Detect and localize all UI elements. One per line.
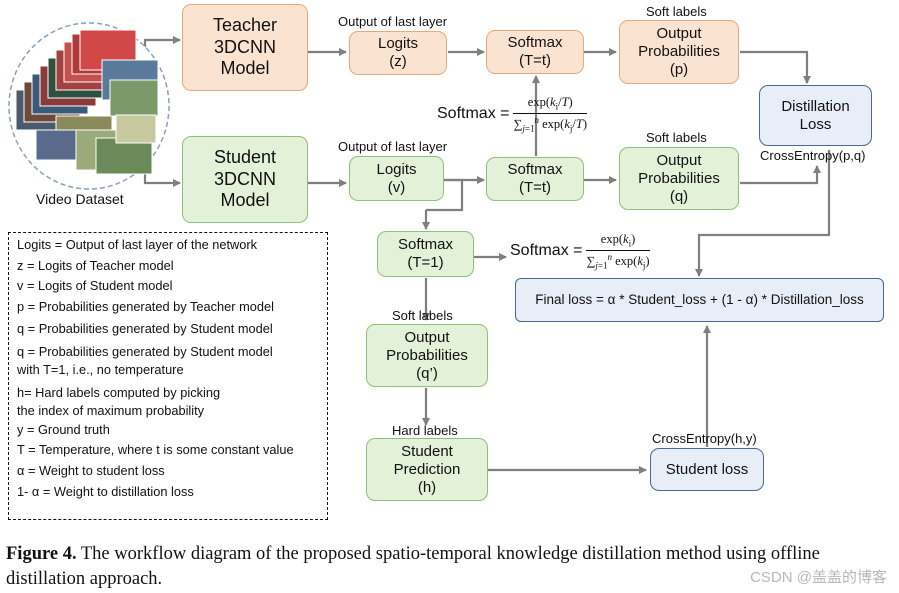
- legend-line: 1- α = Weight to distillation loss: [17, 483, 194, 499]
- figure-caption-text: The workflow diagram of the proposed spa…: [6, 544, 820, 589]
- legend-line: p = Probabilities generated by Teacher m…: [17, 298, 274, 314]
- student-logits-box: Logits (v): [349, 156, 444, 201]
- legend-line: with T=1, i.e., no temperature: [17, 362, 184, 378]
- softmax-t1-label: Softmax: [397, 236, 454, 253]
- softmax-t1-box: Softmax (T=1): [377, 231, 474, 277]
- cross-entropy-hy-label: CrossEntropy(h,y): [652, 431, 757, 446]
- legend-line: α = Weight to student loss: [17, 463, 165, 479]
- legend-line: y = Ground truth: [17, 421, 110, 437]
- watermark: CSDN @盖盖的博客: [750, 569, 887, 586]
- teacher-output-label: Output of last layer: [338, 14, 448, 29]
- branch-soft-labels: Soft labels: [392, 308, 453, 323]
- student-loss-label: Student loss: [665, 460, 749, 478]
- teacher-prob-line2: Probabilities: [638, 43, 720, 60]
- legend-line: q = Probabilities generated by Student m…: [17, 321, 273, 337]
- teacher-prob-line1: Output: [656, 25, 702, 42]
- teacher-prob-box: Output Probabilities (p): [619, 20, 739, 84]
- hard-labels: Hard labels: [392, 423, 458, 438]
- teacher-logits-box: Logits (z): [349, 31, 447, 75]
- student-prediction-var: (h): [417, 478, 437, 496]
- student-softmax-label: Softmax: [507, 161, 563, 178]
- student-prob-box: Output Probabilities (q): [619, 147, 739, 210]
- student-prob-line2: Probabilities: [638, 169, 720, 187]
- student-logits-label: Logits: [376, 160, 417, 178]
- teacher-model-line3: Model: [220, 58, 270, 79]
- softmax-t-formula-numerator: exp(ki/T): [513, 95, 588, 114]
- teacher-prob-var: (p): [669, 61, 689, 78]
- legend-line: the index of maximum probability: [17, 403, 205, 419]
- branch-prob-line1: Output: [404, 328, 450, 346]
- teacher-model-box: Teacher 3DCNN Model: [182, 4, 308, 91]
- softmax-formula-numerator: exp(ki): [586, 232, 650, 251]
- student-model-line2: 3DCNN: [213, 168, 276, 189]
- figure-caption: Figure 4. The workflow diagram of the pr…: [6, 542, 896, 592]
- teacher-logits-var: (z): [389, 53, 407, 70]
- student-logits-var: (v): [387, 178, 406, 196]
- branch-prob-line2: Probabilities: [386, 346, 468, 364]
- student-softmax-temp: (T=t): [518, 179, 552, 196]
- distillation-loss-line1: Distillation: [781, 97, 850, 115]
- final-loss-box: Final loss = α * Student_loss + (1 - α) …: [515, 278, 884, 322]
- teacher-softmax-label: Softmax: [507, 34, 563, 51]
- final-loss-label: Final loss = α * Student_loss + (1 - α) …: [535, 291, 864, 307]
- branch-prob-var: (q’): [416, 364, 438, 382]
- distillation-loss-box: Distillation Loss: [759, 85, 872, 146]
- logits-to-branch-line: [426, 178, 464, 212]
- softmax-t1-temp: (T=1): [407, 254, 444, 271]
- softmax-t-formula-denominator: ∑j=1n exp(kj/T): [513, 114, 588, 134]
- student-loss-box: Student loss: [650, 448, 764, 491]
- branch-prob-box: Output Probabilities (q’): [366, 324, 488, 387]
- student-model-box: Student 3DCNN Model: [182, 136, 308, 223]
- student-prob-line1: Output: [656, 151, 702, 169]
- legend-line: h= Hard labels computed by picking: [17, 384, 221, 400]
- student-model-line3: Model: [220, 190, 270, 211]
- softmax-t-formula-word: Softmax =: [437, 104, 510, 122]
- video-dataset-label: Video Dataset: [36, 191, 124, 207]
- figure-caption-number: Figure 4.: [6, 544, 77, 564]
- legend-line: v = Logits of Student model: [17, 278, 173, 294]
- teacher-model-line2: 3DCNN: [213, 36, 276, 57]
- student-model-line1: Student: [213, 147, 277, 168]
- teacher-softmax-temp: (T=t): [518, 52, 552, 69]
- cross-entropy-pq-label: CrossEntropy(p,q): [760, 148, 866, 163]
- teacher-logits-label: Logits: [377, 35, 419, 52]
- legend-line: q = Probabilities generated by Student m…: [17, 343, 273, 359]
- softmax-formula-word: Softmax =: [510, 241, 583, 259]
- student-prediction-line1: Student: [401, 442, 453, 460]
- legend-line: Logits = Output of last layer of the net…: [17, 237, 258, 252]
- legend-line: T = Temperature, where t is some constan…: [17, 442, 294, 458]
- teacher-softmax-box: Softmax (T=t): [486, 30, 584, 74]
- student-prob-to-distill-arrow: [740, 165, 821, 185]
- distillation-loss-line2: Loss: [799, 115, 832, 133]
- student-prediction-box: Student Prediction (h): [366, 438, 488, 501]
- softmax-t-formula: Softmax = exp(ki/T) ∑j=1n exp(kj/T): [437, 95, 588, 134]
- teacher-prob-to-distill-arrow: [740, 50, 811, 84]
- student-prediction-line2: Prediction: [393, 460, 461, 478]
- legend-line: z = Logits of Teacher model: [17, 257, 174, 273]
- teacher-model-line1: Teacher: [212, 15, 278, 36]
- student-softmax-box: Softmax (T=t): [486, 157, 584, 201]
- teacher-soft-labels: Soft labels: [646, 4, 707, 19]
- softmax-formula-denominator: ∑j=1n exp(kj): [586, 251, 650, 271]
- video-dataset-image: [8, 22, 170, 190]
- legend-box: Logits = Output of last layer of the net…: [8, 232, 328, 520]
- softmax-formula: Softmax = exp(ki) ∑j=1n exp(kj): [510, 232, 650, 270]
- student-prob-var: (q): [669, 187, 689, 205]
- student-soft-labels: Soft labels: [646, 130, 707, 145]
- student-output-label: Output of last layer: [338, 139, 448, 154]
- distill-to-final-arrow: [695, 150, 831, 277]
